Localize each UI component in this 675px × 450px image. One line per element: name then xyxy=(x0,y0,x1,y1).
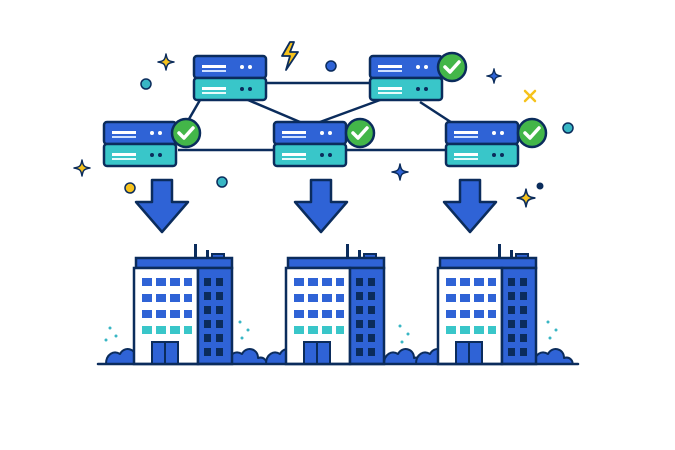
server-rack-icon xyxy=(368,54,444,102)
office-building-icon xyxy=(436,242,538,366)
check-circle-icon xyxy=(436,51,468,83)
check-circle-icon xyxy=(516,117,548,149)
dot xyxy=(216,176,228,188)
dot xyxy=(140,78,152,90)
lightning-bolt-icon xyxy=(281,41,299,71)
server-rack-icon xyxy=(192,54,268,102)
check-circle-icon xyxy=(344,117,376,149)
network-links xyxy=(176,81,461,152)
office-building-icon xyxy=(284,242,386,366)
dot xyxy=(536,182,544,190)
shrub-icon xyxy=(227,348,268,365)
dot xyxy=(124,182,136,194)
sparkle-icon xyxy=(486,68,502,84)
shrub-icon xyxy=(533,348,574,365)
dot xyxy=(562,122,574,134)
cross-icon xyxy=(523,89,537,103)
arrow-down-icon xyxy=(293,178,349,234)
sparkle-icon xyxy=(73,159,91,177)
decorations xyxy=(73,41,574,208)
arrow-down-icon xyxy=(442,178,498,234)
sparkle-icon xyxy=(157,53,175,71)
link-line xyxy=(247,98,301,124)
office-building-icon xyxy=(132,242,234,366)
link-line xyxy=(319,98,381,124)
server-rack-icon xyxy=(272,120,348,168)
dot xyxy=(325,60,337,72)
dust-dots xyxy=(104,320,558,344)
sparkle-icon xyxy=(391,163,409,181)
sparkle-icon xyxy=(516,188,536,208)
check-circle-icon xyxy=(170,117,202,149)
arrow-down-icon xyxy=(134,178,190,234)
server-rack-icon xyxy=(444,120,520,168)
server-rack-icon xyxy=(102,120,178,168)
